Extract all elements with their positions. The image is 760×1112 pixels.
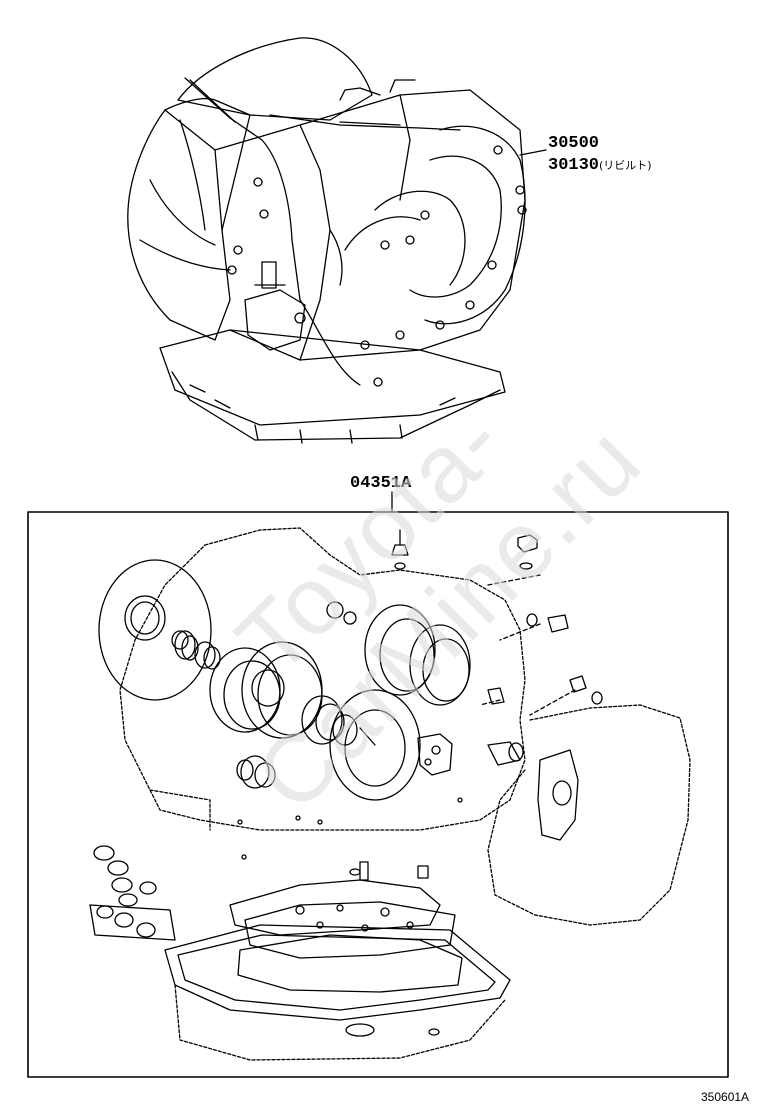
gasket-kit-parts (89, 527, 691, 1061)
rebuilt-note: (リビルト) (599, 159, 652, 172)
part-number-04351a[interactable]: 04351A (350, 474, 412, 493)
part-number-30130-value: 30130 (548, 156, 600, 175)
part-number-30500[interactable]: 30500 (548, 134, 600, 153)
gasket-kit-box (27, 511, 729, 1078)
transaxle-assembly (127, 37, 527, 444)
leader-line-30500 (519, 149, 547, 156)
figure-code: 350601A (701, 1090, 750, 1104)
part-number-30130[interactable]: 30130(リビルト) (548, 156, 652, 176)
